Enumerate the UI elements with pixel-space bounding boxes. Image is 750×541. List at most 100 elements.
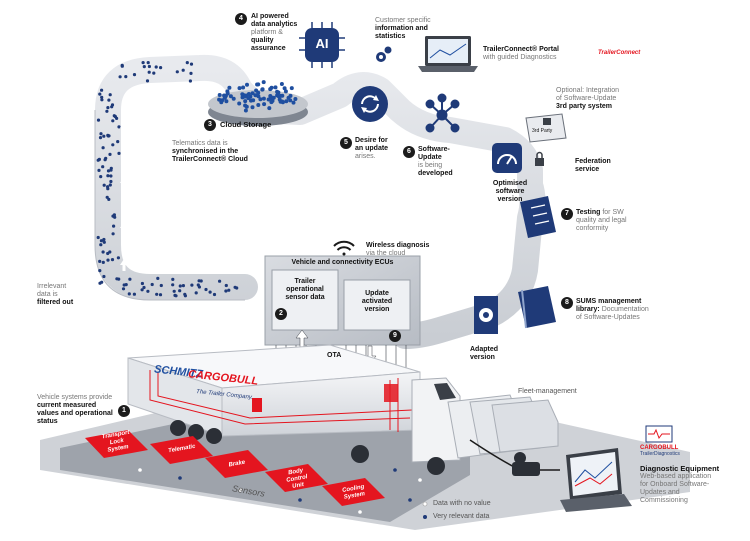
data-particle (111, 143, 115, 147)
step-6-line4: developed (418, 170, 453, 177)
data-particle (243, 108, 248, 113)
data-particle (291, 100, 296, 105)
step-5-marker: 5 (340, 137, 352, 149)
data-particle (101, 165, 105, 169)
ecu-right-line1: Update (365, 290, 389, 297)
telematics-line2: synchronised in the (172, 148, 239, 155)
data-particle (121, 287, 126, 291)
diag-line4: Commissioning (640, 497, 688, 504)
upload-arrows (120, 122, 128, 271)
step-8-marker: 8 (561, 297, 573, 309)
data-particle (145, 79, 150, 83)
laptop-icon (418, 36, 478, 72)
data-particle (261, 80, 266, 85)
data-particle (98, 136, 103, 140)
federation-line1: Federation (575, 158, 611, 165)
data-particle (224, 289, 228, 293)
data-particle (156, 276, 160, 280)
data-flow-path-edge (94, 110, 245, 301)
diag-line3: Updates and (640, 489, 680, 496)
step-4-marker: 4 (235, 13, 247, 25)
data-particle (243, 99, 248, 104)
data-particle (112, 213, 116, 217)
data-particle (108, 152, 112, 156)
data-particle (185, 61, 189, 65)
customer-line1: Customer specific (375, 17, 431, 24)
data-particle (96, 235, 100, 240)
data-particle (132, 73, 137, 77)
data-particle (106, 174, 110, 178)
optimised-label: Optimised software version (480, 180, 540, 204)
data-particle (128, 277, 132, 281)
data-particle (159, 283, 163, 288)
data-particle (98, 259, 102, 263)
data-particle (147, 70, 151, 74)
optimised-line3: version (497, 196, 523, 203)
lock-icon (535, 151, 544, 166)
data-particle (183, 294, 187, 298)
data-particle (111, 232, 115, 236)
data-particle (107, 98, 111, 102)
step-6-label: Software- Update is being developed (418, 146, 478, 178)
data-particle (97, 157, 101, 161)
wireless-line2: via the cloud (366, 250, 406, 257)
optional-line3: 3rd party system (556, 103, 613, 110)
data-particle (250, 91, 255, 96)
data-particle (96, 118, 101, 122)
data-particle (109, 174, 113, 178)
data-particle (249, 98, 253, 103)
data-particle (256, 90, 261, 95)
data-particle (108, 250, 112, 254)
data-particle (280, 99, 285, 104)
diag-line1: Web-based application (640, 473, 712, 480)
data-particle (146, 61, 150, 65)
step-5-line1: Desire for (355, 137, 388, 144)
step-4-line1: AI powered (251, 13, 289, 20)
optimised-line1: Optimised (492, 180, 528, 187)
data-particle (175, 70, 179, 74)
cargobull-logo-line2: TrailerDiagnostics (640, 451, 680, 457)
data-particle (146, 289, 150, 293)
data-particle (237, 101, 242, 106)
data-particle (142, 65, 146, 69)
data-particle (116, 140, 120, 144)
data-particle (268, 87, 273, 92)
third-party-icon (525, 113, 567, 143)
data-particle (105, 195, 109, 199)
data-particle (268, 94, 273, 98)
irrelevant-data-label: Irrelevant data is filtered out (37, 283, 97, 307)
data-particle (178, 284, 182, 288)
data-particle (99, 132, 103, 136)
data-particle (98, 281, 102, 285)
data-particle (159, 66, 163, 70)
wireless-line1: Wireless diagnosis (366, 242, 430, 249)
data-particles (96, 61, 239, 298)
data-particle (102, 237, 106, 242)
step-5-line2: an update (355, 145, 389, 152)
trailer-red-module (252, 398, 262, 412)
step-1-marker: 1 (118, 405, 130, 417)
data-particle (225, 91, 230, 96)
data-particle (273, 85, 278, 90)
data-particle (181, 284, 185, 288)
step-7-line4: conformity (576, 225, 609, 232)
data-particle (127, 292, 131, 296)
data-particle (102, 183, 106, 187)
data-particle (108, 183, 112, 187)
customer-line3: statistics (375, 33, 406, 40)
data-particle (224, 99, 229, 104)
step-7-line3: quality and legal (576, 217, 627, 224)
step-6-marker: 6 (403, 146, 415, 158)
portal-logo: TrailerConnect (598, 50, 641, 56)
step-5-line3: arises. (355, 153, 376, 160)
gear-icon (376, 46, 392, 62)
fleet-management-label: Fleet-management (518, 388, 577, 395)
optional-integration-label: Optional: Integration of Software-Update… (556, 87, 656, 111)
federation-label: Federation service (575, 158, 635, 174)
data-particle (115, 277, 119, 281)
trailer-wheels (170, 420, 526, 475)
data-particle (199, 279, 203, 283)
step-4-label: AI powered data analytics platform & qua… (251, 13, 331, 53)
data-particle (150, 282, 154, 287)
data-particle (113, 115, 117, 119)
